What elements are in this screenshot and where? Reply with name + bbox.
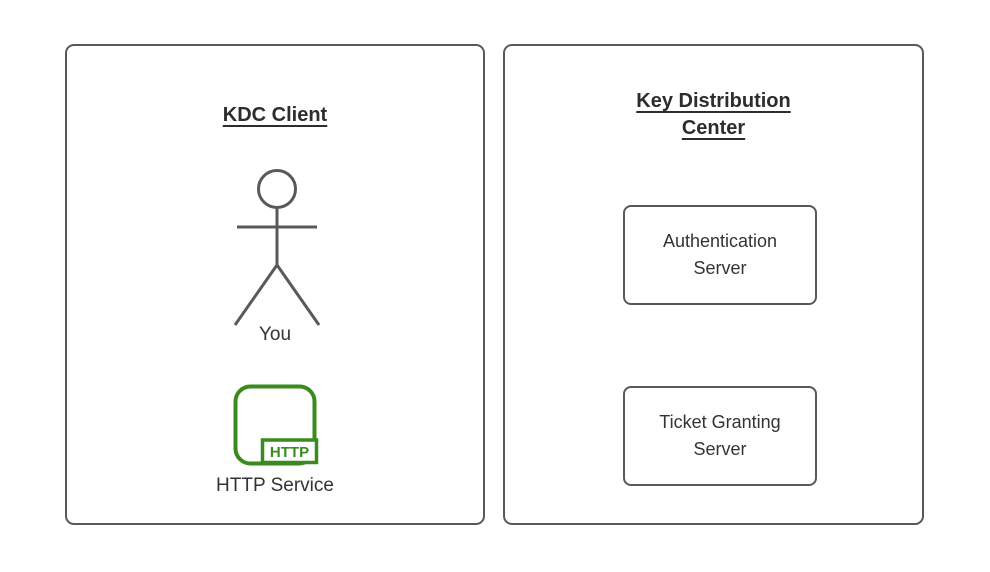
authentication-server-label-line-2: Server <box>693 258 747 278</box>
http-service-icon: HTTP <box>233 384 319 466</box>
kdc-title-line-1: Key Distribution <box>636 90 791 112</box>
key-distribution-center-panel: Key Distribution Center Authentication S… <box>503 44 924 525</box>
kdc-client-panel: KDC Client You HTTP HTTP Service <box>65 44 485 525</box>
ticket-granting-server-label-line-2: Server <box>693 439 747 459</box>
http-icon-text: HTTP <box>270 444 309 461</box>
stick-figure-person-icon <box>233 169 321 326</box>
kdc-title-line-2: Center <box>681 117 746 139</box>
authentication-server-box: Authentication Server <box>623 205 817 305</box>
ticket-granting-server-box: Ticket Granting Server <box>623 386 817 486</box>
http-service-label: HTTP Service <box>216 475 334 496</box>
kdc-client-title: KDC Client <box>67 102 483 129</box>
key-distribution-center-title: Key Distribution Center <box>505 88 922 142</box>
authentication-server-label-line-1: Authentication <box>662 231 778 251</box>
ticket-granting-server-label-line-1: Ticket Granting <box>659 412 781 432</box>
actor-label: You <box>258 324 292 345</box>
kdc-client-title-text: KDC Client <box>222 104 328 126</box>
